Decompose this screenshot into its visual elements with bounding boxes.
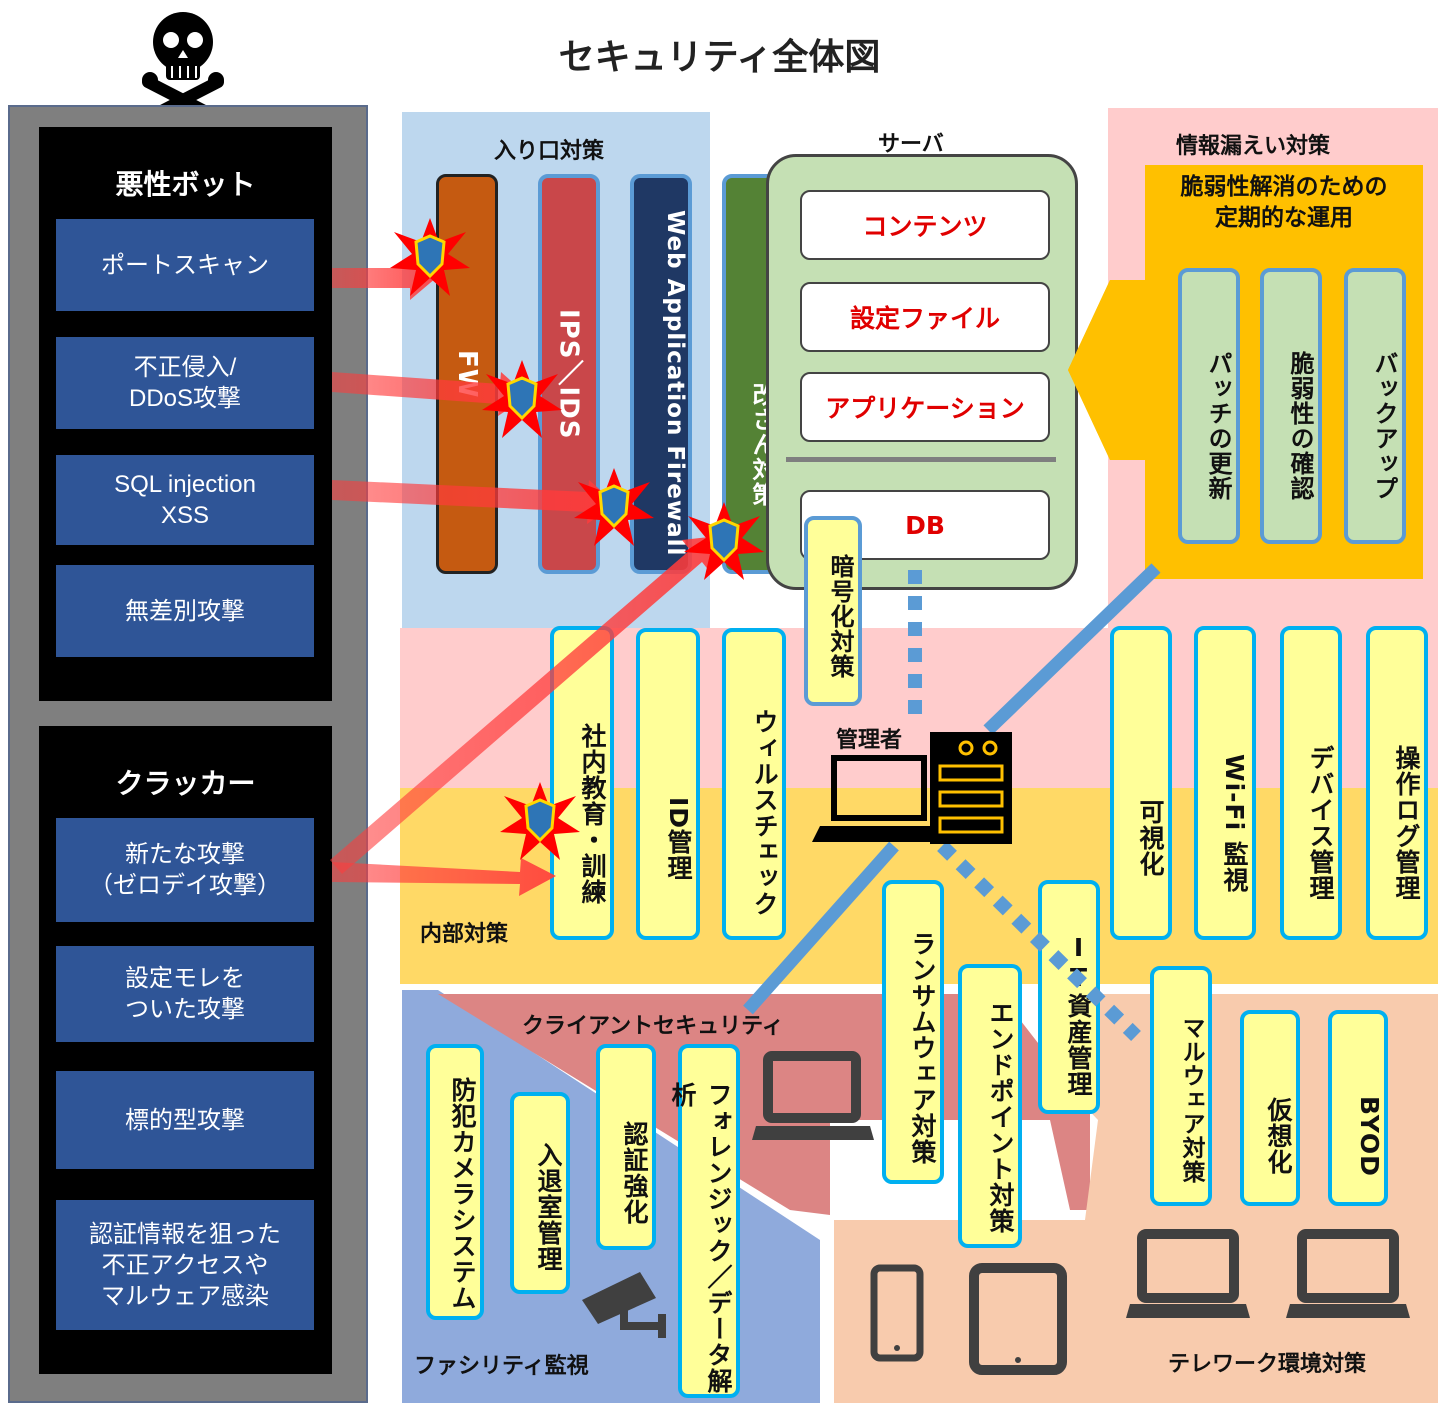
- telework-malware-box: マルウェア対策: [1150, 966, 1212, 1206]
- cracker-title: クラッカー: [115, 767, 256, 800]
- shield-burst-icon: [574, 468, 654, 546]
- wifi-label: Wi-Fi 監視: [1220, 753, 1249, 893]
- attack-misconfig: 設定モレを ついた攻撃: [56, 946, 314, 1042]
- endpoint-label: エンドポイント対策: [986, 1000, 1015, 1234]
- link-admin-telework: [937, 840, 1141, 1042]
- server-application: アプリケーション: [800, 372, 1050, 442]
- ops-backup: バックアップ: [1344, 268, 1406, 544]
- virus-check-label: ウィルスチェック: [750, 709, 779, 917]
- oplog-label: 操作ログ管理: [1392, 745, 1421, 901]
- link-admin-client: [743, 841, 899, 1015]
- device-mgmt-box: デバイス管理: [1280, 626, 1342, 940]
- ops-vuln-check-label: 脆弱性の確認: [1286, 351, 1314, 501]
- server-divider: [786, 457, 1056, 462]
- link-leak-admin: [983, 563, 1161, 735]
- arrow-sql: [332, 480, 616, 524]
- virtualization-box: 仮想化: [1240, 1010, 1300, 1206]
- attack-port-scan: ポートスキャン: [56, 219, 314, 311]
- client-label: クライアントセキュリティ: [522, 1014, 784, 1039]
- camera-system-box: 防犯カメラシステム: [426, 1044, 484, 1320]
- ips-ids-label: IPS／IDS: [553, 308, 584, 440]
- id-mgmt-label: ID管理: [664, 796, 693, 882]
- wifi-box: Wi-Fi 監視: [1194, 626, 1256, 940]
- virtualization-label: 仮想化: [1264, 1097, 1293, 1175]
- smartphone-icon: [870, 1264, 924, 1362]
- encryption-label: 暗号化対策: [826, 553, 854, 679]
- oplog-box: 操作ログ管理: [1366, 626, 1428, 940]
- entrance-label: 入り口対策: [494, 139, 605, 164]
- it-asset-label: IT資産管理: [1064, 933, 1093, 1097]
- attack-sql-xss: SQL injection XSS: [56, 455, 314, 545]
- auth-strengthen-label: 認証強化: [620, 1121, 649, 1225]
- id-mgmt-box: ID管理: [636, 628, 700, 940]
- attack-intrusion-ddos: 不正侵入/ DDoS攻撃: [56, 337, 314, 429]
- shield-burst-icon: [482, 360, 562, 438]
- byod-label: BYOD: [1355, 1095, 1384, 1177]
- byod-box: BYOD: [1328, 1010, 1388, 1206]
- ransomware-box: ランサムウェア対策: [882, 880, 944, 1184]
- attack-zero-day: 新たな攻撃 （ゼロデイ攻撃）: [56, 818, 314, 922]
- server-config-file: 設定ファイル: [800, 282, 1050, 352]
- ops-title: 脆弱性解消のための 定期的な運用: [1180, 174, 1388, 231]
- arrow-zero-day-waf: [330, 536, 718, 874]
- device-mgmt-label: デバイス管理: [1306, 745, 1335, 901]
- ops-backup-label: バックアップ: [1370, 351, 1398, 501]
- laptop-icon: [1126, 1229, 1250, 1318]
- attack-arrows: [330, 256, 718, 896]
- tablet-icon: [969, 1263, 1067, 1375]
- forensic-box: フォレンジック／データ解析: [668, 1044, 740, 1398]
- admin-label: 管理者: [836, 728, 903, 753]
- auth-strengthen-box: 認証強化: [596, 1044, 656, 1250]
- encryption-box: 暗号化対策: [804, 516, 862, 706]
- attack-indiscriminate: 無差別攻撃: [56, 565, 314, 657]
- training-label: 社内教育・訓練: [578, 723, 607, 905]
- shield-burst-icon: [500, 782, 580, 860]
- page-title: セキュリティ全体図: [558, 37, 881, 78]
- facility-label: ファシリティ監視: [414, 1354, 589, 1379]
- security-camera-icon: [582, 1272, 666, 1338]
- leak-label: 情報漏えい対策: [1176, 134, 1331, 159]
- bot-title: 悪性ボット: [115, 168, 256, 201]
- forensic-label: フォレンジック／データ解析: [668, 1082, 733, 1394]
- server-label: サーバ: [878, 132, 944, 157]
- camera-system-label: 防犯カメラシステム: [448, 1077, 477, 1311]
- training-box: 社内教育・訓練: [550, 626, 614, 940]
- ops-patch: パッチの更新: [1178, 268, 1240, 544]
- attack-credential: 認証情報を狙った 不正アクセスや マルウェア感染: [56, 1200, 314, 1330]
- visualize-label: 可視化: [1136, 799, 1165, 877]
- waf-label: Web Application Firewall: [662, 209, 688, 557]
- arrow-zero-day-training: [332, 858, 556, 896]
- server-contents: コンテンツ: [800, 190, 1050, 260]
- arrow-ddos: [332, 372, 528, 416]
- visualize-box: 可視化: [1110, 626, 1172, 940]
- ransomware-label: ランサムウェア対策: [908, 931, 937, 1165]
- shield-burst-icon: [390, 218, 470, 296]
- virus-check-box: ウィルスチェック: [722, 628, 786, 940]
- room-access-label: 入退室管理: [534, 1142, 563, 1272]
- internal-label: 内部対策: [420, 922, 509, 947]
- shield-burst-icon: [684, 502, 764, 580]
- waf-bar: Web Application Firewall: [630, 174, 692, 574]
- attack-targeted: 標的型攻撃: [56, 1071, 314, 1169]
- laptop-icon: [1286, 1229, 1410, 1318]
- server-icon: [930, 732, 1012, 844]
- ops-vuln-check: 脆弱性の確認: [1260, 268, 1322, 544]
- laptop-icon: [812, 755, 946, 842]
- endpoint-box: エンドポイント対策: [958, 964, 1022, 1248]
- telework-label: テレワーク環境対策: [1168, 1352, 1367, 1377]
- ops-patch-label: パッチの更新: [1204, 351, 1232, 501]
- telework-malware-label: マルウェア対策: [1178, 1016, 1204, 1184]
- room-access-box: 入退室管理: [510, 1092, 570, 1294]
- laptop-icon: [752, 1051, 874, 1140]
